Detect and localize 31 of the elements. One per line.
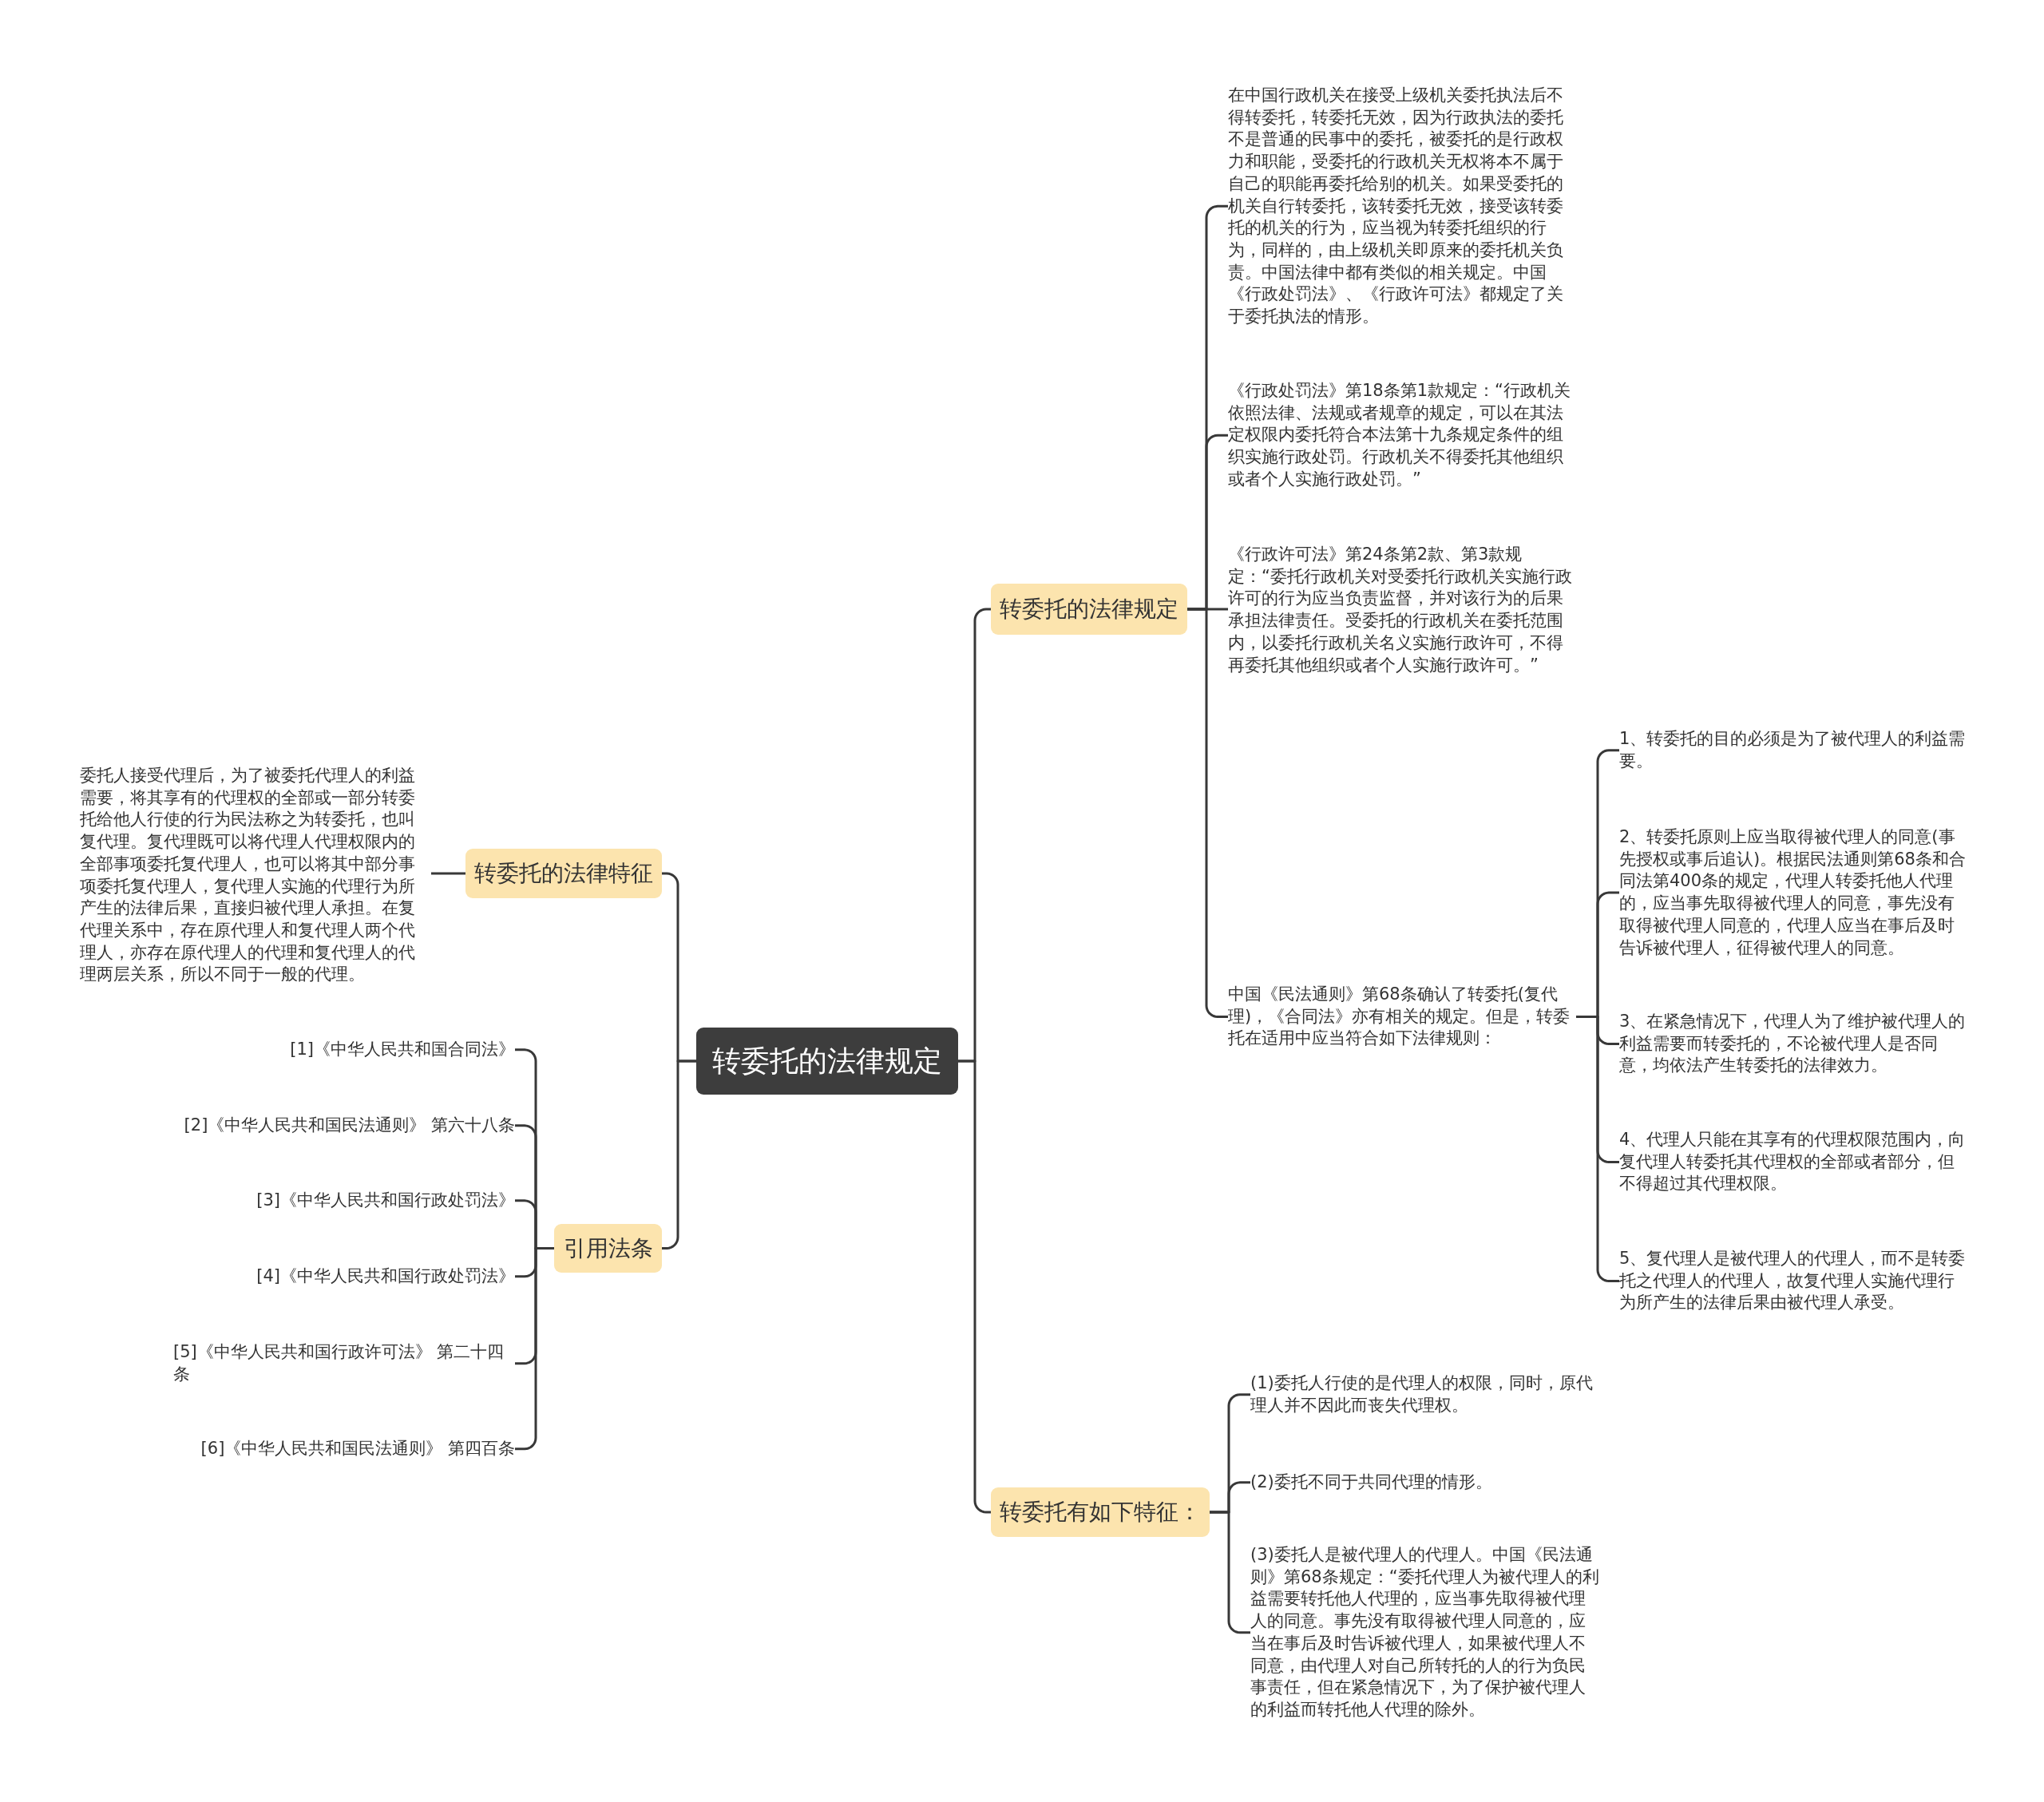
connector-line bbox=[958, 1059, 991, 1514]
topic-text: (2)委托不同于共同代理的情形。 bbox=[1250, 1471, 1602, 1494]
topic-text: (3)委托人是被代理人的代理人。中国《民法通则》第68条规定：“委托代理人为被代理人的利益需要转托他人代理的，应当事先取得被代理人的同意。事先没有取得被代理人同意的，应当在事后及时告诉被代理人，如果被代理人不同意，由代理人对自己所转托的人的行为负民事责任，但在紧急情况下，为了保护被代理人的利益而转托他人代理的除外。 bbox=[1250, 1544, 1602, 1721]
central-topic: 转委托的法律规定 bbox=[696, 1028, 958, 1095]
main-topic: 转委托有如下特征： bbox=[991, 1487, 1210, 1537]
main-topic: 转委托的法律特征 bbox=[465, 849, 662, 898]
topic-text: 委托人接受代理后，为了被委托代理人的利益需要，将其享有的代理权的全部或一部分转委托给他人行使的行为民法称之为转委托，也叫复代理。复代理既可以将代理人代理权限内的全部事项委托复代理人，也可以将其中部分事项委托复代理人，复代理人实施的代理行为所产生的法律后果，直接归被代理人承担。在复代理关系中，存在原代理人和复代理人两个代理人，亦存在原代理人的代理和复代理人的代理两层关系，所以不同于一般的代理。 bbox=[80, 765, 431, 987]
topic-text: 4、代理人只能在其享有的代理权限范围内，向复代理人转委托其代理权的全部或者部分，但不得超过其代理权限。 bbox=[1619, 1129, 1967, 1196]
topic-text: 《行政处罚法》第18条第1款规定：“行政机关依照法律、法规或者规章的规定，可以在其法定权限内委托符合本法第十九条规定条件的组织实施行政处罚。行政机关不得委托其他组织或者个人实施行政处罚。” bbox=[1228, 380, 1576, 491]
main-topic: 转委托的法律规定 bbox=[991, 584, 1187, 635]
connector-line bbox=[1210, 1511, 1250, 1634]
connector-line bbox=[1576, 1016, 1619, 1283]
topic-text: [2]《中华人民共和国民法通则》 第六十八条 bbox=[184, 1115, 515, 1137]
topic-text: 5、复代理人是被代理人的代理人，而不是转委托之代理人的代理人，故复代理人实施代理行为所产生的法律后果由被代理人承受。 bbox=[1619, 1248, 1967, 1315]
connector-line bbox=[1187, 608, 1228, 1019]
connector-line bbox=[662, 1059, 696, 1250]
main-topic: 引用法条 bbox=[554, 1224, 662, 1273]
topic-text: 3、在紧急情况下，代理人为了维护被代理人的利益需要而转委托的，不论被代理人是否同意，均依法产生转委托的法律效力。 bbox=[1619, 1011, 1967, 1078]
topic-text: 《行政许可法》第24条第2款、第3款规定：“委托行政机关对受委托行政机关实施行政许可的行为应当负责监督，并对该行为的后果承担法律责任。受委托的行政机关在委托范围内，以委托行政机关名义实施行政许可，不得再委托其他组织或者个人实施行政许可。” bbox=[1228, 544, 1576, 677]
connector-line bbox=[431, 872, 465, 875]
topic-text: [4]《中华人民共和国行政处罚法》 bbox=[256, 1265, 515, 1288]
topic-text: [6]《中华人民共和国民法通则》 第四百条 bbox=[200, 1438, 515, 1460]
connector-line bbox=[515, 1247, 554, 1451]
topic-text: [3]《中华人民共和国行政处罚法》 bbox=[256, 1190, 515, 1212]
topic-text: 在中国行政机关在接受上级机关委托执法后不得转委托，转委托无效，因为行政执法的委托不是普通的民事中的委托，被委托的是行政权力和职能，受委托的行政机关无权将本不属于自己的职能再委托给别的机关。如果受委托的机关自行转委托，该转委托无效，接受该转委托的机关的行为，应当视为转委托组织的行为，同样的，由上级机关即原来的委托机关负责。中国法律中都有类似的相关规定。中国《行政处罚法》、《行政许可法》都规定了关于委托执法的情形。 bbox=[1228, 85, 1576, 328]
topic-text: 中国《民法通则》第68条确认了转委托(复代理)，《合同法》亦有相关的规定。但是，转委托在适用中应当符合如下法律规则： bbox=[1228, 984, 1576, 1051]
topic-text: (1)委托人行使的是代理人的权限，同时，原代理人并不因此而丧失代理权。 bbox=[1250, 1372, 1602, 1417]
topic-text: [5]《中华人民共和国行政许可法》 第二十四条 bbox=[173, 1341, 515, 1386]
topic-text: 2、转委托原则上应当取得被代理人的同意(事先授权或事后追认)。根据民法通则第68条和合同法第400条的规定，代理人转委托他人代理的，应当事先取得被代理人的同意，事先没有取得被代理人同意的，代理人应当在事后及时告诉被代理人，征得被代理人的同意。 bbox=[1619, 826, 1967, 960]
topic-text: 1、转委托的目的必须是为了被代理人的利益需要。 bbox=[1619, 728, 1967, 773]
topic-text: [1]《中华人民共和国合同法》 bbox=[290, 1039, 515, 1061]
